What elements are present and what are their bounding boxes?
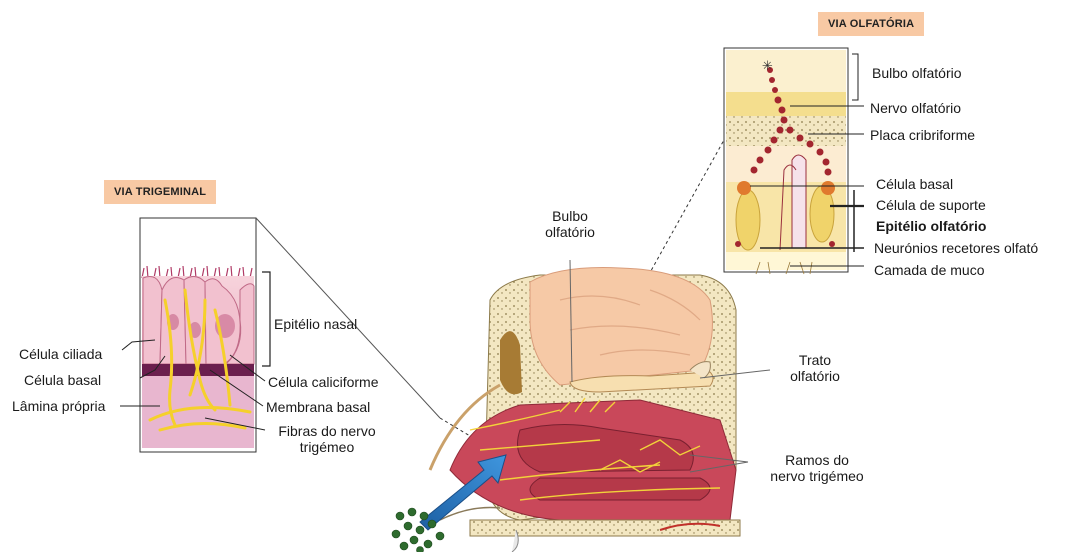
label-bulbo-olfatorio-inset: Bulbo olfatório	[872, 65, 962, 81]
label-celula-basal-olfatoria: Célula basal	[876, 176, 953, 192]
label-fibras-nervo-trigemeo: Fibras do nervo trigémeo	[268, 423, 386, 455]
label-ramos-nervo-trigemeo: Ramos do nervo trigémeo	[752, 452, 882, 484]
label-ramos-line1: Ramos do	[752, 452, 882, 468]
label-fibras-line2: trigémeo	[268, 439, 386, 455]
label-trato-line1: Trato	[770, 352, 860, 368]
label-nervo-olfatorio: Nervo olfatório	[870, 100, 961, 116]
label-celula-ciliada: Célula ciliada	[19, 346, 102, 362]
label-lamina-propria: Lâmina própria	[12, 398, 105, 414]
trigeminal-tag: VIA TRIGEMINAL	[104, 180, 216, 204]
label-bulbo-line1: Bulbo	[530, 208, 610, 224]
label-fibras-line1: Fibras do nervo	[268, 423, 386, 439]
label-celula-suporte: Célula de suporte	[876, 197, 986, 213]
nasal-cavity	[430, 268, 740, 552]
svg-text:✳: ✳	[762, 59, 773, 74]
label-trato-olfatorio: Trato olfatório	[770, 352, 860, 384]
label-neuronios-recetores: Neurónios recetores olfató	[874, 240, 1070, 256]
olfactory-inset: ✳	[724, 48, 848, 274]
label-bulbo-olfatorio-head: Bulbo olfatório	[530, 208, 610, 240]
label-membrana-basal: Membrana basal	[266, 399, 370, 415]
label-epitelio-nasal: Epitélio nasal	[274, 316, 357, 332]
label-placa-cribriforme: Placa cribriforme	[870, 127, 975, 143]
label-epitelio-olfatorio: Epitélio olfatório	[876, 218, 986, 234]
olfactory-tag: VIA OLFATÓRIA	[818, 12, 924, 36]
trigeminal-inset	[140, 218, 270, 452]
label-celula-basal-trigeminal: Célula basal	[24, 372, 101, 388]
label-celula-caliciforme: Célula caliciforme	[268, 374, 378, 390]
label-ramos-line2: nervo trigémeo	[752, 468, 882, 484]
label-camada-muco: Camada de muco	[874, 262, 985, 278]
label-bulbo-line2: olfatório	[530, 224, 610, 240]
label-trato-line2: olfatório	[770, 368, 860, 384]
